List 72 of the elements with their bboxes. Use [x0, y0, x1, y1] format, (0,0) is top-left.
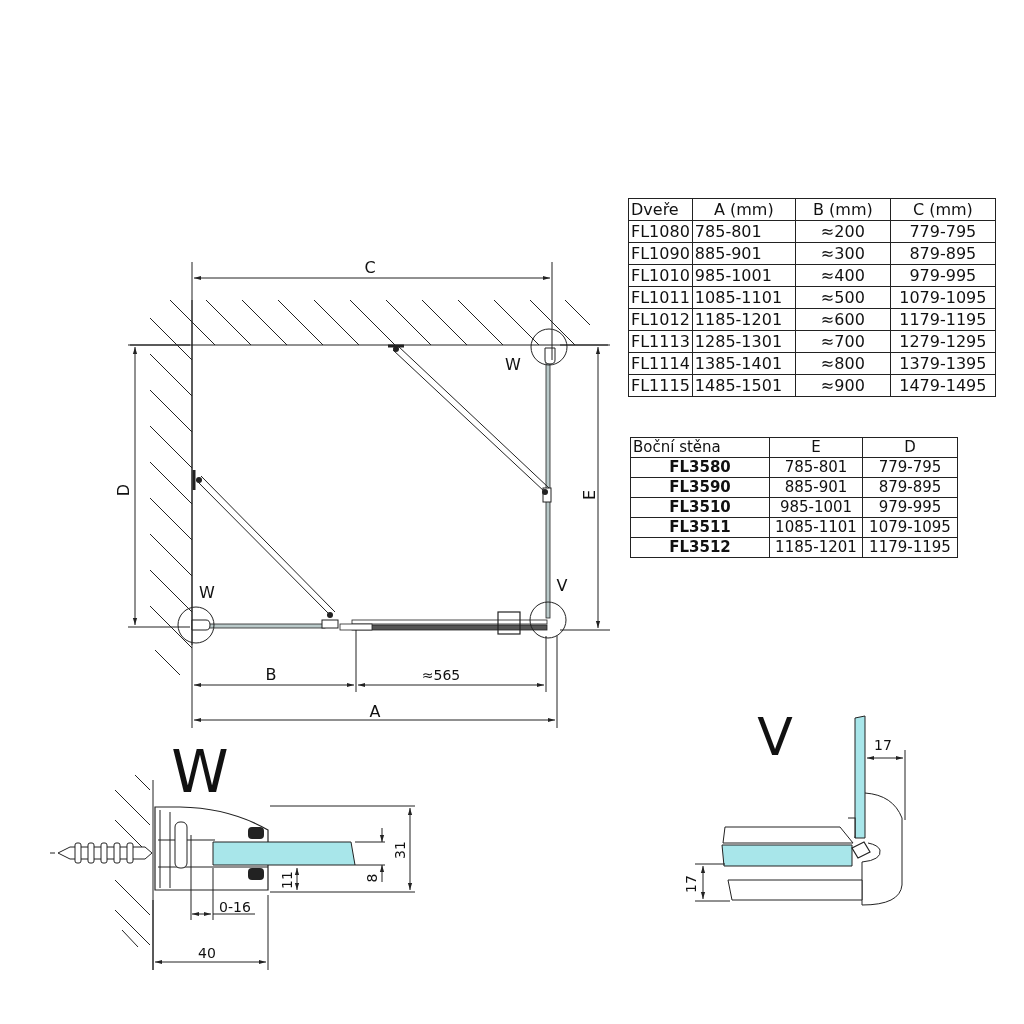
- dimension-value: 1085-1101: [694, 287, 783, 307]
- dimension-value: ≈600: [820, 309, 865, 329]
- dimension-value: 1279-1295: [899, 331, 987, 351]
- dimension-value: ≈200: [820, 221, 865, 241]
- model-code: FL3510: [669, 498, 731, 517]
- dimension-value: 1185-1201: [775, 538, 857, 557]
- model-code: FL1012: [631, 309, 690, 329]
- dimension-value: 0-16: [219, 900, 251, 914]
- dimension-letter: D: [116, 483, 132, 497]
- dimension-value: 1385-1401: [694, 353, 783, 373]
- dimension-value: 1179-1195: [869, 538, 951, 557]
- dimension-value: 1285-1301: [694, 331, 783, 351]
- detail-callout-letter: W: [505, 357, 521, 373]
- model-code: FL1114: [631, 353, 690, 373]
- dimension-letter: B: [265, 667, 277, 683]
- detail-title: V: [757, 711, 793, 763]
- dimension-value: 8: [365, 873, 379, 883]
- dimension-value: 1485-1501: [694, 375, 783, 395]
- detail-callout-letter: W: [199, 585, 215, 601]
- dimension-value: 17: [684, 875, 698, 893]
- dimension-value: 885-901: [694, 243, 762, 263]
- model-code: FL3580: [669, 458, 731, 477]
- dimension-value: 1179-1195: [899, 309, 987, 329]
- model-code: FL1080: [631, 221, 690, 241]
- dimension-value: 985-1001: [779, 498, 853, 517]
- dimension-value: ≈700: [820, 331, 865, 351]
- model-code: FL1010: [631, 265, 690, 285]
- column-heading: A (mm): [714, 199, 774, 219]
- model-code: FL1011: [631, 287, 690, 307]
- dimension-value: ≈800: [820, 353, 865, 373]
- dimension-value: 11: [280, 871, 294, 889]
- model-code: FL3590: [669, 478, 731, 497]
- dimension-value: ≈400: [820, 265, 865, 285]
- dimension-value: 779-795: [909, 221, 977, 241]
- detail-callout-letter: V: [556, 578, 568, 594]
- dimension-value: 17: [874, 738, 892, 752]
- dimension-value: ≈900: [820, 375, 865, 395]
- dimension-value: 1479-1495: [899, 375, 987, 395]
- dimension-value: 885-901: [784, 478, 848, 497]
- model-code: FL1090: [631, 243, 690, 263]
- dimension-value: ≈500: [820, 287, 865, 307]
- model-code: FL1115: [631, 375, 690, 395]
- dimension-value: 1079-1095: [869, 518, 951, 537]
- dimension-value: ≈565: [421, 668, 461, 682]
- column-heading: Boční stěna: [633, 438, 721, 457]
- column-heading: Dveře: [631, 199, 679, 219]
- dimension-value: 1185-1201: [694, 309, 783, 329]
- dimension-value: ≈300: [820, 243, 865, 263]
- model-code: FL3512: [669, 538, 731, 557]
- dimension-value: 1379-1395: [899, 353, 987, 373]
- dimension-value: 979-995: [909, 265, 977, 285]
- column-heading: D: [904, 438, 916, 457]
- dimension-value: 879-895: [909, 243, 977, 263]
- dimension-value: 879-895: [878, 478, 942, 497]
- dimension-value: 779-795: [878, 458, 942, 477]
- model-code: FL1113: [631, 331, 690, 351]
- dimension-letter: A: [369, 704, 381, 720]
- dimension-value: 785-801: [784, 458, 848, 477]
- dimension-value: 985-1001: [694, 265, 772, 285]
- dimension-letter: C: [364, 260, 376, 276]
- dimension-value: 1079-1095: [899, 287, 987, 307]
- dimension-value: 979-995: [878, 498, 942, 517]
- column-heading: B (mm): [813, 199, 873, 219]
- dimension-value: 1085-1101: [775, 518, 857, 537]
- column-heading: C (mm): [912, 199, 973, 219]
- model-code: FL3511: [669, 518, 731, 537]
- dimension-letter: E: [582, 489, 598, 501]
- column-heading: E: [811, 438, 821, 457]
- dimension-value: 785-801: [694, 221, 762, 241]
- dimension-value: 31: [393, 841, 407, 859]
- detail-title: W: [171, 743, 229, 801]
- dimension-value: 40: [198, 946, 216, 960]
